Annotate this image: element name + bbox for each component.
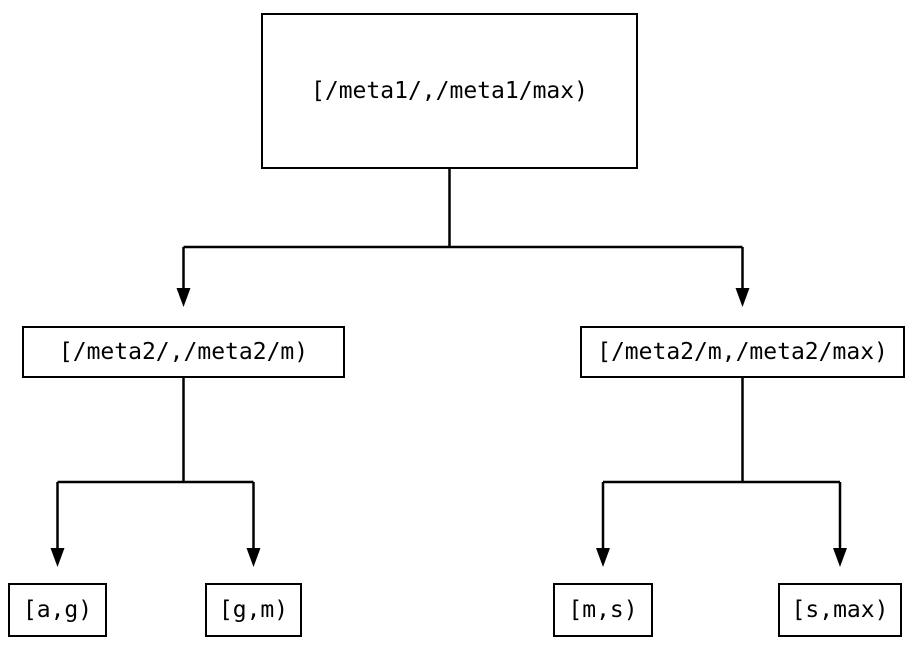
node-leaf-gm-label: [g,m) (218, 597, 289, 623)
arrowhead-down-icon (596, 548, 610, 567)
node-meta2-left: [/meta2/,/meta2/m) (22, 326, 345, 378)
node-leaf-ms-label: [m,s) (568, 597, 638, 623)
arrowhead-down-icon (735, 288, 750, 307)
node-meta2-right: [/meta2/m,/meta2/max) (580, 326, 905, 378)
arrowhead-down-icon (833, 548, 847, 567)
node-leaf-ag: [a,g) (8, 583, 107, 637)
node-meta2-left-label: [/meta2/,/meta2/m) (58, 339, 309, 365)
node-leaf-ag-label: [a,g) (22, 597, 93, 623)
node-meta2-right-label: [/meta2/m,/meta2/max) (597, 339, 888, 365)
node-leaf-smax-label: [s,max) (791, 597, 889, 623)
arrowhead-down-icon (246, 548, 261, 567)
node-root-label: [/meta1/,/meta1/max) (311, 78, 588, 104)
node-leaf-gm: [g,m) (205, 583, 302, 637)
node-root: [/meta1/,/meta1/max) (261, 13, 638, 169)
arrowhead-down-icon (176, 288, 191, 307)
node-leaf-ms: [m,s) (553, 583, 653, 637)
arrowhead-down-icon (50, 548, 65, 567)
node-leaf-smax: [s,max) (778, 583, 902, 637)
